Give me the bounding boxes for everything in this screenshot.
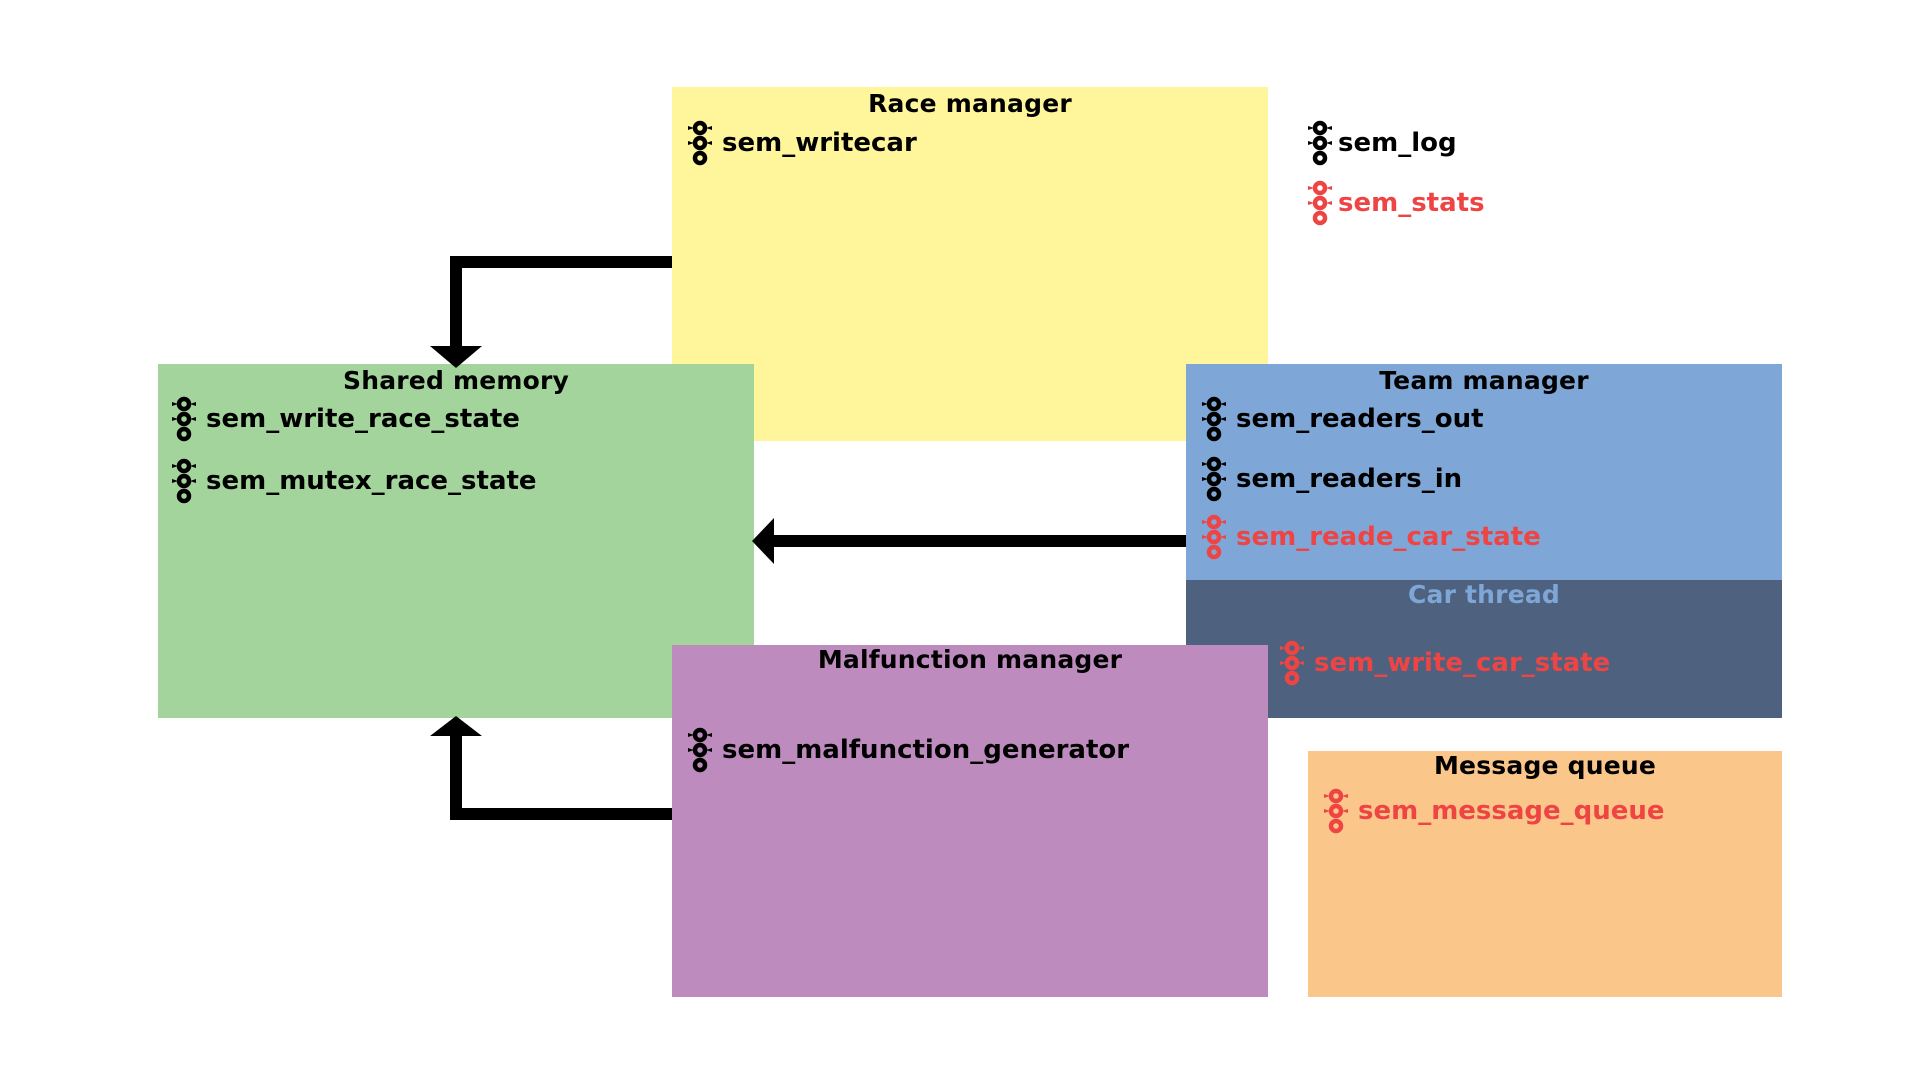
- traffic-light-icon: [1306, 120, 1334, 166]
- sem-stats-label: sem_stats: [1338, 188, 1485, 218]
- traffic-light-icon: [170, 458, 198, 504]
- sem-mutex-race-state: sem_mutex_race_state: [170, 458, 537, 504]
- sem-write-race-state-label: sem_write_race_state: [206, 404, 520, 434]
- malfunction-manager-title: Malfunction manager: [817, 645, 1123, 674]
- traffic-light-icon: [1322, 788, 1350, 834]
- sem-reade-car-state: sem_reade_car_state: [1200, 514, 1541, 560]
- sem-malfunction-generator: sem_malfunction_generator: [686, 727, 1129, 773]
- traffic-light-icon: [1200, 514, 1228, 560]
- sem-mutex-race-state-label: sem_mutex_race_state: [206, 466, 537, 496]
- message-queue-box: Message queue: [1308, 751, 1782, 997]
- car-thread-box: Car thread: [1186, 580, 1782, 718]
- car-thread-title: Car thread: [1407, 580, 1561, 609]
- sem-readers-out-label: sem_readers_out: [1236, 404, 1484, 434]
- sem-log: sem_log: [1306, 120, 1457, 166]
- sem-writecar-label: sem_writecar: [722, 128, 917, 158]
- malfunction-manager-box: Malfunction manager: [672, 645, 1268, 997]
- sem-readers-in-label: sem_readers_in: [1236, 464, 1463, 494]
- sem-message-queue: sem_message_queue: [1322, 788, 1665, 834]
- traffic-light-icon: [1200, 396, 1228, 442]
- arrow-team-to-shared: [752, 518, 1186, 564]
- traffic-light-icon: [1278, 640, 1306, 686]
- sem-stats: sem_stats: [1306, 180, 1485, 226]
- sem-log-label: sem_log: [1338, 128, 1457, 158]
- sem-write-car-state-label: sem_write_car_state: [1314, 648, 1611, 678]
- traffic-light-icon: [686, 727, 714, 773]
- traffic-light-icon: [1306, 180, 1334, 226]
- shared-memory-box: Shared memory: [158, 364, 754, 718]
- message-queue-title: Message queue: [1433, 751, 1657, 780]
- shared-memory-title: Shared memory: [342, 366, 569, 395]
- traffic-light-icon: [686, 120, 714, 166]
- sem-write-car-state: sem_write_car_state: [1278, 640, 1610, 686]
- team-manager-box: Team manager: [1186, 364, 1782, 580]
- traffic-light-icon: [170, 396, 198, 442]
- race-manager-box: Race manager: [672, 87, 1268, 441]
- sem-readers-in: sem_readers_in: [1200, 456, 1462, 502]
- sem-write-race-state: sem_write_race_state: [170, 396, 520, 442]
- arrow-malfunction-to-shared: [430, 716, 672, 820]
- sem-reade-car-state-label: sem_reade_car_state: [1236, 522, 1541, 552]
- team-manager-title: Team manager: [1379, 366, 1589, 395]
- race-manager-title: Race manager: [868, 89, 1072, 118]
- sem-writecar: sem_writecar: [686, 120, 917, 166]
- sem-malfunction-generator-label: sem_malfunction_generator: [722, 735, 1130, 765]
- arrow-race-to-shared: [430, 256, 672, 368]
- traffic-light-icon: [1200, 456, 1228, 502]
- sem-readers-out: sem_readers_out: [1200, 396, 1484, 442]
- sem-message-queue-label: sem_message_queue: [1358, 796, 1665, 826]
